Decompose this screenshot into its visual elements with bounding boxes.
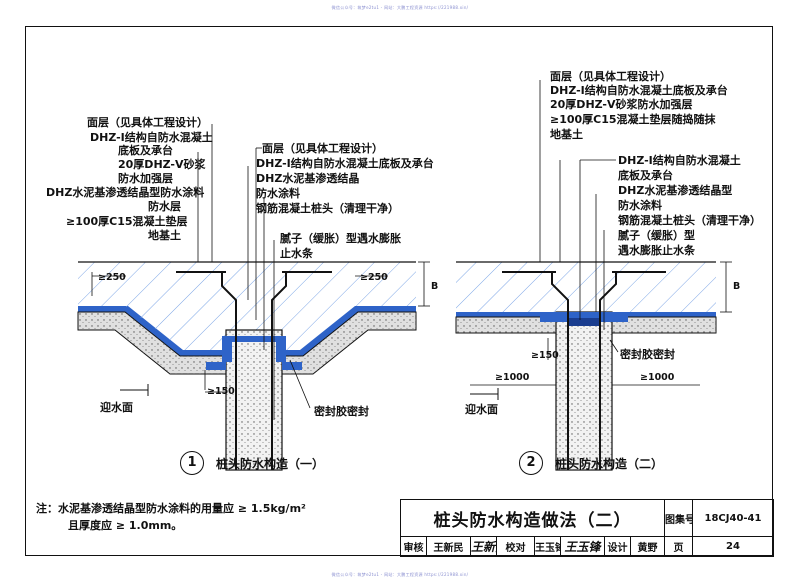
- d2-label-cushion: ≥100厚C15混凝土垫层随捣随抹: [550, 113, 716, 126]
- d1-dim-150: ≥150: [207, 386, 235, 397]
- page-number: 24: [692, 536, 774, 557]
- detail-1-section: [77, 124, 417, 471]
- review-signature: 王新民: [470, 536, 497, 557]
- review-name: 王新民: [426, 536, 471, 557]
- check-label: 校对: [496, 536, 535, 557]
- d2-sealant: 密封胶密封: [620, 348, 675, 361]
- d1-dim-B: B: [431, 281, 439, 292]
- d2-label-r-pile: 钢筋混凝土桩头（清理干净）: [618, 214, 761, 227]
- drawing-frame: [25, 26, 773, 556]
- watermark-top: 微信公众号：筑梦e2tu1 - 网站：大鹏工程资源 https://221988…: [331, 5, 469, 10]
- d1-label-waterstop2: 止水条: [280, 247, 313, 260]
- check-signature: 王玉锋: [560, 536, 605, 557]
- d1-label-slab2: 底板及承台: [118, 144, 173, 157]
- d1-label-slab: DHZ-Ⅰ结构自防水混凝土: [90, 131, 213, 144]
- d2-number: 2: [519, 451, 543, 475]
- design-label: 设计: [604, 536, 631, 557]
- d1-caption: 桩头防水构造（一）: [216, 457, 325, 471]
- d2-label-r-slab2: 底板及承台: [618, 169, 673, 182]
- d1-label-c-coating: DHZ水泥基渗透结晶: [256, 172, 360, 185]
- d1-label-finish: 面层（见具体工程设计）: [87, 116, 208, 129]
- d1-label-c-finish: 面层（见具体工程设计）: [262, 142, 383, 155]
- d1-sealant: 密封胶密封: [314, 405, 369, 418]
- d2-caption: 桩头防水构造（二）: [555, 457, 664, 471]
- d1-label-c-pile: 钢筋混凝土桩头（清理干净）: [256, 202, 399, 215]
- d2-label-finish: 面层（见具体工程设计）: [550, 70, 671, 83]
- d1-label-waterstop: 腻子（缓胀）型遇水膨胀: [280, 232, 401, 245]
- note-line-2: 且厚度应 ≥ 1.0mm。: [68, 519, 183, 532]
- d1-label-coating: DHZ水泥基渗透结晶型防水涂料: [46, 186, 205, 199]
- d2-label-mortar: 20厚DHZ-Ⅴ砂浆防水加强层: [550, 98, 693, 111]
- d2-label-soil: 地基土: [550, 128, 583, 141]
- d1-number: 1: [180, 451, 204, 475]
- d1-label-c-coating2: 防水涂料: [256, 187, 300, 200]
- d2-dim-B: B: [733, 281, 741, 292]
- d2-dim-150: ≥150: [531, 350, 559, 361]
- atlas-label: 图集号: [664, 499, 693, 537]
- d1-water-face: 迎水面: [100, 401, 133, 414]
- page-label: 页: [664, 536, 693, 557]
- d2-dim-1000-right: ≥1000: [640, 372, 675, 383]
- detail-2-section: [418, 80, 732, 471]
- watermark-bottom: 微信公众号：筑梦e2tu1 - 网站：大鹏工程资源 https://221988…: [331, 572, 469, 577]
- title-block: 桩头防水构造做法（二） 图集号 18CJ40-41 审核 王新民 王新民 校对 …: [400, 499, 774, 557]
- d2-label-r-slab: DHZ-Ⅰ结构自防水混凝土: [618, 154, 741, 167]
- d2-water-face: 迎水面: [465, 403, 498, 416]
- d1-label-cushion: ≥100厚C15混凝土垫层: [66, 215, 188, 228]
- review-label: 审核: [400, 536, 427, 557]
- d1-label-mortar2: 防水加强层: [118, 172, 173, 185]
- check-name: 王玉锋: [534, 536, 561, 557]
- d2-label-r-waterstop2: 遇水膨胀止水条: [618, 244, 695, 257]
- d1-label-coating2: 防水层: [148, 200, 181, 213]
- design-name: 黄野: [630, 536, 665, 557]
- note-line-1: 注：水泥基渗透结晶型防水涂料的用量应 ≥ 1.5kg/m²: [36, 502, 306, 515]
- d2-label-r-coating: DHZ水泥基渗透结晶型: [618, 184, 733, 197]
- d1-dim-250-left: ≥250: [98, 272, 126, 283]
- d1-label-c-slab: DHZ-Ⅰ结构自防水混凝土底板及承台: [256, 157, 434, 170]
- title-block-title: 桩头防水构造做法（二）: [400, 499, 665, 537]
- d1-label-soil: 地基土: [148, 229, 181, 242]
- d2-label-slab: DHZ-Ⅰ结构自防水混凝土底板及承台: [550, 84, 728, 97]
- atlas-number: 18CJ40-41: [692, 499, 774, 537]
- d2-label-r-coating2: 防水涂料: [618, 199, 662, 212]
- d2-dim-1000-left: ≥1000: [495, 372, 530, 383]
- d2-label-r-waterstop: 腻子（缓胀）型: [618, 229, 695, 242]
- d1-label-mortar: 20厚DHZ-Ⅴ砂浆: [118, 158, 206, 171]
- d1-dim-250-right: ≥250: [360, 272, 388, 283]
